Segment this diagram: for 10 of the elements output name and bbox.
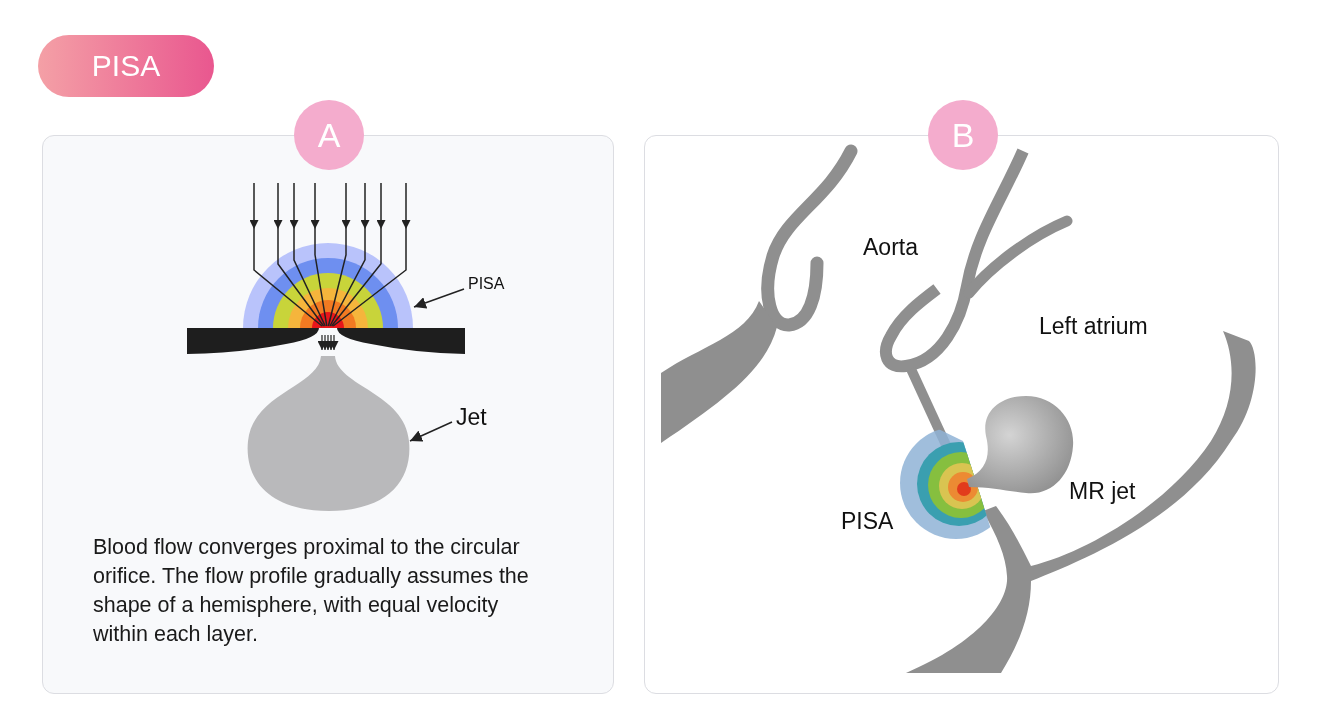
- letter-marker: B: [928, 100, 998, 170]
- callout-label: PISA: [468, 275, 505, 293]
- callout-label: Jet: [456, 404, 487, 431]
- anatomy-label: Aorta: [863, 234, 918, 261]
- anatomy-label: Left atrium: [1039, 313, 1148, 340]
- description-text: Blood flow converges proximal to the circular orifice. The flow profile gradually assumes the shape of a hemisphere, with equal velocity within each layer.: [93, 534, 530, 648]
- title-pill: PISA: [38, 35, 214, 97]
- anatomy-label: PISA: [841, 508, 894, 535]
- anatomy-label: MR jet: [1069, 478, 1136, 505]
- letter-marker: A: [294, 100, 364, 170]
